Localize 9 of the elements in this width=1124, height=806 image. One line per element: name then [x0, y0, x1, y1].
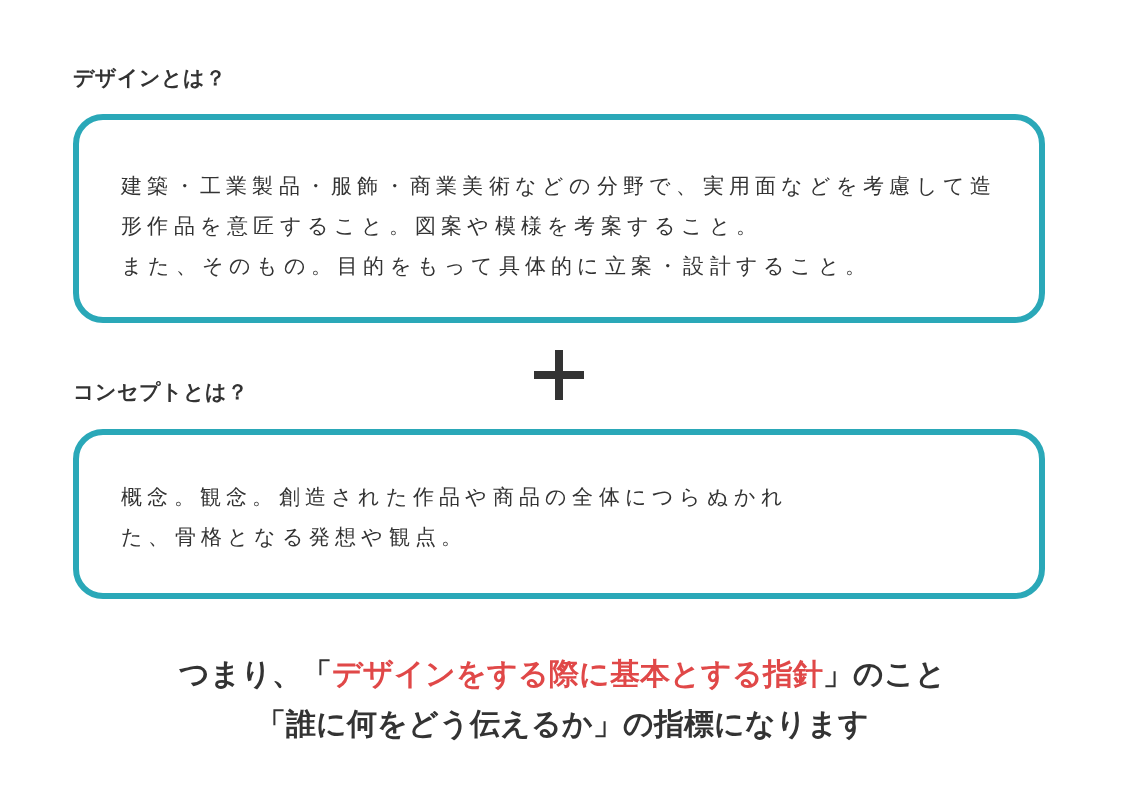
box-heading: コンセプトとは？: [73, 379, 248, 406]
description-text: 概念。観念。創造された作品や商品の全体につらぬかれた、骨格となる発想や観点。: [121, 484, 790, 551]
box-heading: デザインとは？: [73, 65, 226, 92]
description-text: また、そのもの。目的をもって具体的に立案・設計すること。: [121, 253, 872, 280]
conclusion-text: つまり、「: [178, 656, 332, 691]
conclusion-text: 」のこと: [822, 656, 946, 691]
highlighted-text: デザインをする際に基本とする指針: [331, 656, 823, 691]
description-text: 建築・工業製品・服飾・商業美術などの分野で、実用面などを考慮して造形作品を意匠すること。図案や模様を考案すること。: [121, 173, 998, 240]
conclusion-text: 「誰に何をどう伝えるか」の指標になります: [255, 706, 869, 741]
